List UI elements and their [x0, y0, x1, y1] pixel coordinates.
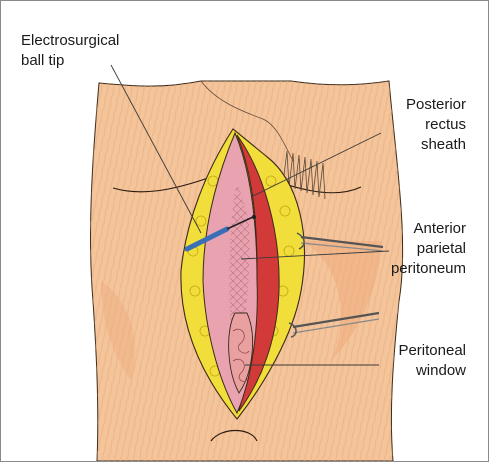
label-peritoneal-window: Peritoneal window [398, 342, 466, 379]
label-posterior-rectus-sheath: Posterior rectus sheath [405, 96, 466, 153]
rectus-muscle [236, 134, 280, 412]
label-anterior-parietal-peritoneum: Anterior parietal peritoneum [390, 220, 466, 277]
peritoneal-window [228, 312, 253, 394]
leader-lines [110, 64, 390, 366]
retractor-upper [296, 232, 384, 252]
umbilicus [210, 429, 258, 442]
electrosurgical-ball-tip [184, 214, 257, 252]
label-ball-tip: Electrosurgical ball tip [21, 32, 120, 69]
retractor-lower [288, 311, 380, 338]
suture-marks [282, 150, 326, 200]
